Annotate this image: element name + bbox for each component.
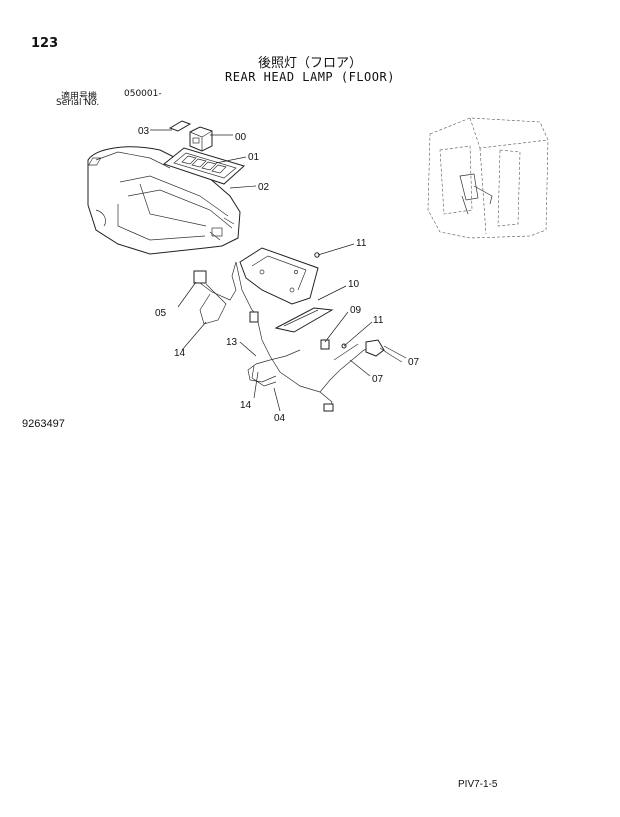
callout-labels: 03 00 01 02 11 10 09 11 05 14 13 07 07 1… — [138, 126, 420, 424]
switch-panel-drawing — [88, 147, 245, 185]
callout-05: 05 — [155, 308, 167, 319]
page-reference: PIV7-1-5 — [458, 779, 498, 790]
callout-02: 02 — [258, 182, 270, 193]
callout-07-lower: 07 — [372, 374, 384, 385]
callout-14-left: 14 — [174, 348, 186, 359]
title-japanese: 後照灯（フロア） — [257, 56, 362, 71]
page-number: 123 — [31, 36, 59, 51]
harness-main-drawing — [247, 321, 403, 412]
callout-11-upper: 11 — [356, 238, 367, 249]
switch-drawing — [189, 126, 213, 152]
callout-07-right: 07 — [408, 357, 420, 368]
drawing-number: 9263497 — [22, 418, 65, 430]
callout-01: 01 — [248, 152, 260, 163]
callout-04: 04 — [274, 413, 286, 424]
serial-label-english: Serial No. — [56, 98, 100, 108]
callout-03: 03 — [138, 126, 150, 137]
harness-left-drawing — [193, 261, 259, 325]
serial-label-japanese: 適用号機 — [61, 92, 98, 102]
callout-14-lower: 14 — [240, 400, 252, 411]
serial-value: 050001- — [124, 89, 162, 99]
callout-13: 13 — [226, 337, 238, 348]
bracket-plate-drawing — [239, 247, 319, 305]
title-english: REAR HEAD LAMP (FLOOR) — [225, 70, 395, 84]
lamp-bar-drawing — [274, 307, 334, 333]
cap-drawing — [168, 120, 192, 132]
leader-lines — [150, 129, 407, 412]
callout-11-lower: 11 — [373, 315, 384, 326]
callout-09: 09 — [350, 305, 362, 316]
callout-00: 00 — [235, 132, 247, 143]
callout-10: 10 — [348, 279, 360, 290]
cab-inset-drawing — [427, 117, 549, 239]
